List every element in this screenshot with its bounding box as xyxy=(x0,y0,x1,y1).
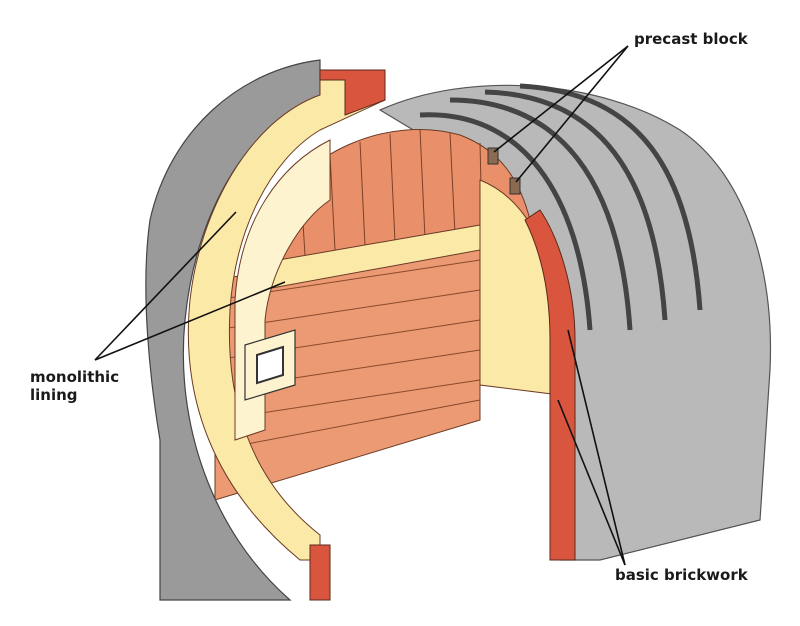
shell-stiffener-rings xyxy=(419,83,703,331)
label-precast-block: precast block xyxy=(634,30,748,48)
leader-lines xyxy=(94,45,629,566)
bottom-basic-brickwork-section xyxy=(309,544,331,601)
label-basic-brickwork: basic brickwork xyxy=(615,566,748,584)
outer-steel-shell-end-ring xyxy=(145,59,321,601)
label-monolithic-lining-line1: monolithic xyxy=(30,368,120,386)
burner-port-opening xyxy=(256,345,284,385)
label-monolithic-lining-line2: lining xyxy=(30,386,78,404)
left-basic-brickwork-section xyxy=(319,69,386,116)
vault-joints xyxy=(299,129,483,256)
precast-block-marks xyxy=(487,147,521,195)
right-basic-brickwork-section xyxy=(524,209,576,561)
